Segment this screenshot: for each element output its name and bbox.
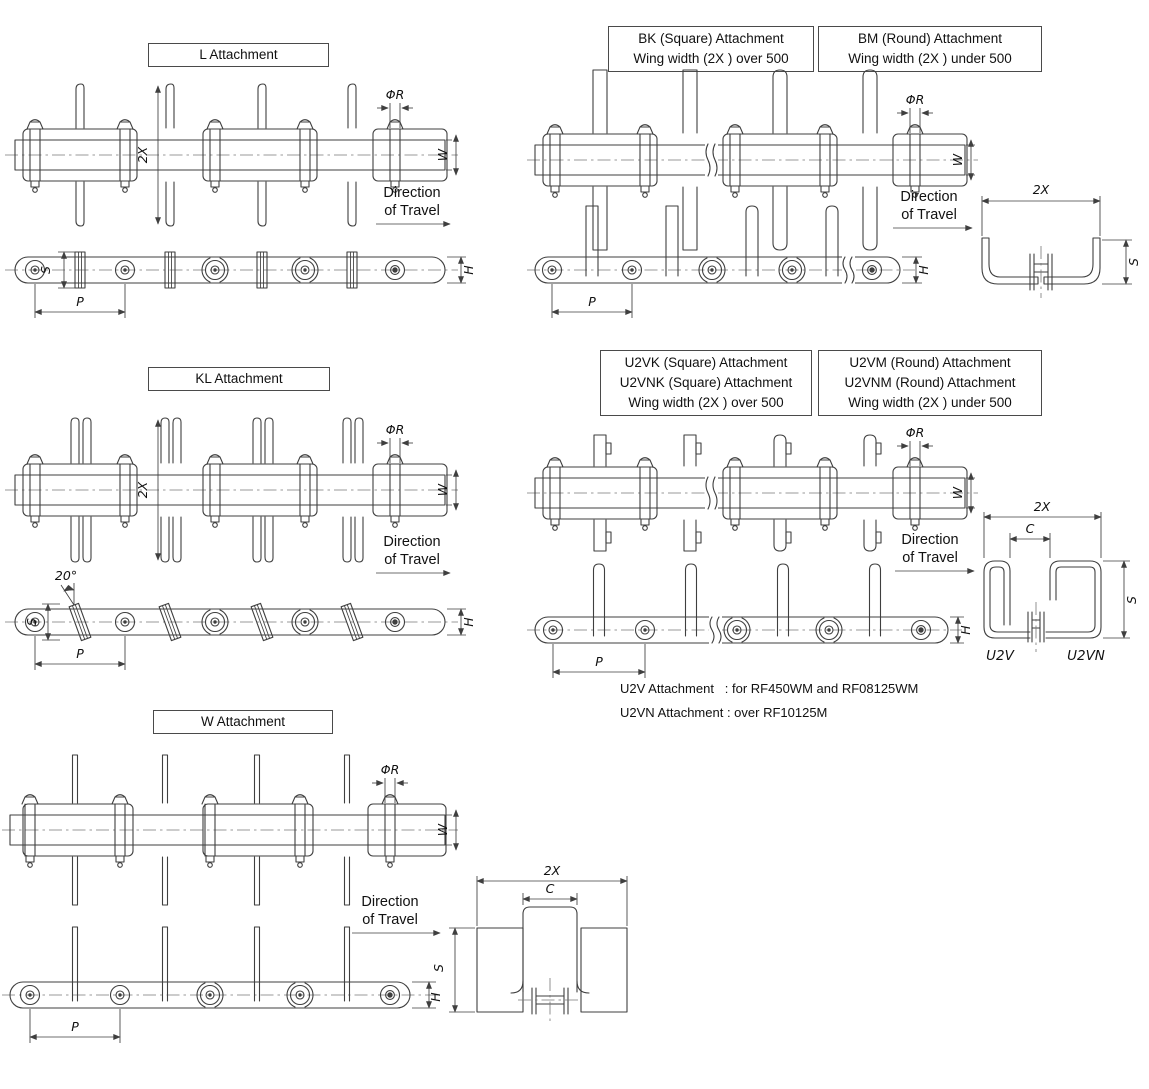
direction-of-travel-kl-1: Direction [383, 534, 440, 550]
note-u2vn: U2VN Attachment : over RF10125M [620, 705, 828, 720]
dim-phir-u2v: ΦR [906, 425, 925, 440]
kl-attachment-plan-view: 20° S P H [5, 568, 476, 670]
label-u2v: U2V [986, 648, 1015, 664]
dim-phir-bk: ΦR [906, 92, 925, 107]
direction-of-travel-u2v-2: of Travel [902, 550, 958, 566]
dim-w-kl: W [435, 483, 450, 496]
direction-of-travel-w-1: Direction [361, 894, 418, 910]
dim-p-l: P [76, 294, 84, 309]
title-box-bk-attachment: BK (Square) Attachment Wing width (2X ) … [608, 26, 814, 72]
l-attachment-top-view: 2X ΦR W Direction of Travel [5, 83, 459, 227]
title-box-l-attachment: L Attachment [148, 43, 329, 67]
l-attachment-plan-view: S P H [5, 251, 476, 318]
dim-20deg-kl: 20° [55, 568, 77, 583]
title-box-bm-attachment: BM (Round) Attachment Wing width (2X ) u… [818, 26, 1042, 72]
dim-2x-u2v-end: 2X [1034, 499, 1051, 514]
dim-w-bk: W [950, 153, 965, 166]
label-u2vn: U2VN [1067, 648, 1105, 664]
dim-h-kl: H [461, 617, 476, 627]
title-w: W Attachment [200, 713, 286, 729]
u2vm-line-2: U2VNM (Round) Attachment [844, 374, 1016, 390]
w-end-view: 2X C S [431, 863, 628, 1022]
dim-h-bk: H [916, 265, 931, 275]
dim-s-bk-end: S [1126, 258, 1141, 266]
title-box-u2vk-attachment: U2VK (Square) Attachment U2VNK (Square) … [600, 350, 812, 416]
u2vm-line-1: U2VM (Round) Attachment [849, 354, 1011, 370]
dim-w-w: W [435, 823, 450, 836]
w-attachment-plan-view: P H [2, 926, 443, 1043]
w-attachment-top-view: ΦR W Direction of Travel [2, 754, 459, 936]
dim-s-kl: S [24, 618, 39, 626]
bk-line-2: Wing width (2X ) over 500 [633, 51, 789, 66]
dim-s-u2v-end: S [1124, 596, 1139, 604]
bk-bm-attachment-top-view: ΦR W Direction of Travel [527, 69, 978, 251]
dim-s-l: S [38, 266, 53, 274]
direction-of-travel-l-2: of Travel [384, 203, 440, 219]
title-box-u2vm-attachment: U2VM (Round) Attachment U2VNM (Round) At… [818, 350, 1042, 416]
title-l: L Attachment [199, 46, 278, 62]
direction-of-travel-bk-1: Direction [900, 189, 957, 205]
bm-line-1: BM (Round) Attachment [857, 30, 1003, 46]
title-box-kl-attachment: KL Attachment [148, 367, 330, 391]
direction-of-travel-w-2: of Travel [362, 912, 418, 928]
bk-bm-attachment-plan-view: P H [527, 205, 931, 318]
dim-s-w-end: S [431, 964, 446, 972]
u2vm-line-3: Wing width (2X ) under 500 [848, 395, 1012, 411]
dim-2x-kl: 2X [135, 481, 150, 498]
bm-line-2: Wing width (2X ) under 500 [848, 51, 1012, 66]
dim-2x-bk-end: 2X [1033, 182, 1050, 197]
title-kl: KL Attachment [195, 370, 283, 386]
note-u2v: U2V Attachment : for RF450WM and RF08125… [620, 681, 919, 696]
dim-h-w: H [428, 992, 443, 1002]
bk-bm-end-view: 2X S [981, 182, 1141, 298]
dim-w-u2v: W [950, 486, 965, 499]
dim-h-l: H [461, 265, 476, 275]
dim-c-w-end: C [546, 881, 555, 896]
bk-line-1: BK (Square) Attachment [638, 30, 784, 46]
dim-p-w: P [71, 1019, 79, 1034]
dim-phir-l: ΦR [386, 87, 405, 102]
dim-p-kl: P [76, 646, 84, 661]
direction-of-travel-l-1: Direction [383, 185, 440, 201]
direction-of-travel-u2v-1: Direction [901, 532, 958, 548]
u2v-attachment-plan-view: P H [527, 563, 973, 678]
dim-2x-w-end: 2X [544, 863, 561, 878]
dim-h-u2v: H [958, 625, 973, 635]
direction-of-travel-bk-2: of Travel [901, 207, 957, 223]
dim-phir-kl: ΦR [386, 422, 405, 437]
dim-c-u2v-end: C [1026, 521, 1035, 536]
u2vk-line-1: U2VK (Square) Attachment [624, 354, 788, 370]
u2vk-line-2: U2VNK (Square) Attachment [619, 374, 793, 390]
u2v-end-view: 2X C S U2V U2VN [983, 499, 1139, 664]
dim-phir-w: ΦR [381, 762, 400, 777]
dim-p-bk: P [588, 294, 596, 309]
kl-attachment-top-view: 2X ΦR W Direction of Travel [5, 417, 459, 576]
dim-2x-l: 2X [135, 146, 150, 163]
title-box-w-attachment: W Attachment [153, 710, 333, 734]
direction-of-travel-kl-2: of Travel [384, 552, 440, 568]
u2v-attachment-top-view: ΦR W Direction of Travel [527, 425, 978, 574]
dim-p-u2v: P [595, 654, 603, 669]
dim-w-l: W [435, 148, 450, 161]
u2vk-line-3: Wing width (2X ) over 500 [628, 395, 784, 411]
